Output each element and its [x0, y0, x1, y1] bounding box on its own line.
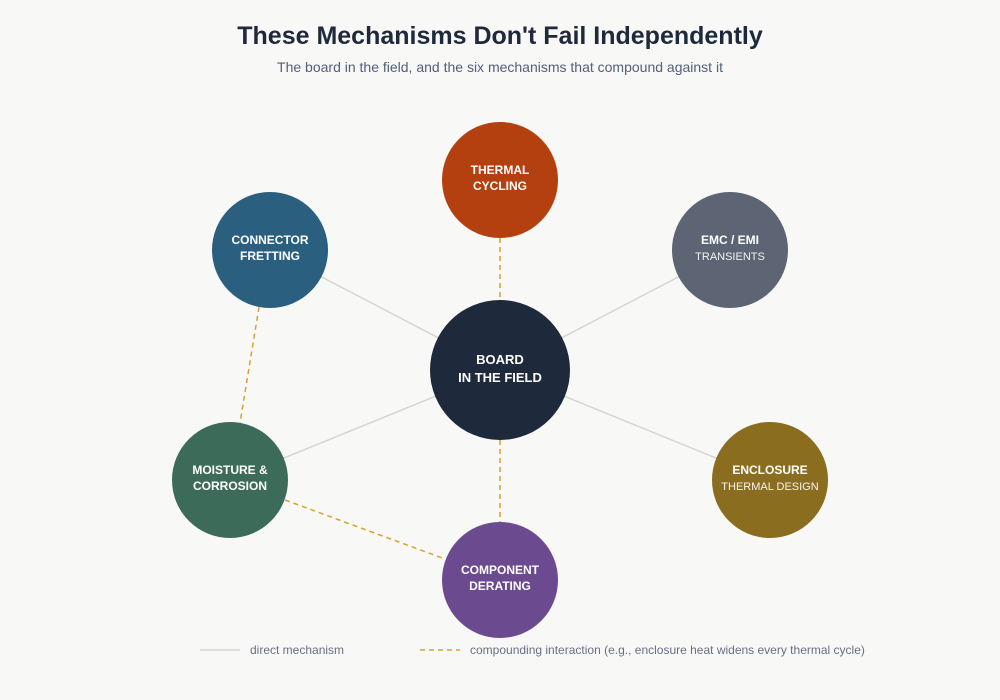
center-node-circle	[430, 300, 570, 440]
emc-emi-label-1: EMC / EMI	[701, 233, 759, 247]
thermal-cycling-label-2: CYCLING	[473, 179, 527, 193]
connector-fretting-circle	[212, 192, 328, 308]
component-derating-label-2: DERATING	[469, 579, 531, 593]
component-derating-label-1: COMPONENT	[461, 563, 540, 577]
thermal-cycling-node: THERMAL CYCLING	[442, 122, 558, 238]
thermal-cycling-label-1: THERMAL	[471, 163, 530, 177]
center-node: BOARD IN THE FIELD	[430, 300, 570, 440]
legend: direct mechanism compounding interaction…	[200, 643, 865, 657]
enclosure-node: ENCLOSURE THERMAL DESIGN	[712, 422, 828, 538]
emc-emi-node: EMC / EMI TRANSIENTS	[672, 192, 788, 308]
enclosure-circle	[712, 422, 828, 538]
connector-fretting-label-2: FRETTING	[240, 249, 300, 263]
emc-emi-circle	[672, 192, 788, 308]
component-derating-node: COMPONENT DERATING	[442, 522, 558, 638]
thermal-cycling-circle	[442, 122, 558, 238]
center-node-label-1: BOARD	[476, 352, 524, 367]
enclosure-label-2: THERMAL DESIGN	[721, 481, 818, 493]
legend-direct-label: direct mechanism	[250, 643, 344, 657]
connector-fretting-label-1: CONNECTOR	[231, 233, 308, 247]
page-title: These Mechanisms Don't Fail Independentl…	[237, 22, 763, 50]
center-node-label-2: IN THE FIELD	[458, 370, 542, 385]
connector-fretting-node: CONNECTOR FRETTING	[212, 192, 328, 308]
compound-line-connector-moisture	[239, 306, 260, 424]
page-subtitle: The board in the field, and the six mech…	[277, 59, 723, 75]
compound-line-moisture-derating	[284, 499, 446, 560]
moisture-corrosion-node: MOISTURE & CORROSION	[172, 422, 288, 538]
emc-emi-label-2: TRANSIENTS	[695, 251, 765, 263]
moisture-corrosion-label-1: MOISTURE &	[192, 463, 268, 477]
component-derating-circle	[442, 522, 558, 638]
moisture-corrosion-label-2: CORROSION	[193, 479, 267, 493]
legend-compound-label: compounding interaction (e.g., enclosure…	[470, 643, 865, 657]
moisture-corrosion-circle	[172, 422, 288, 538]
enclosure-label-1: ENCLOSURE	[732, 463, 807, 477]
